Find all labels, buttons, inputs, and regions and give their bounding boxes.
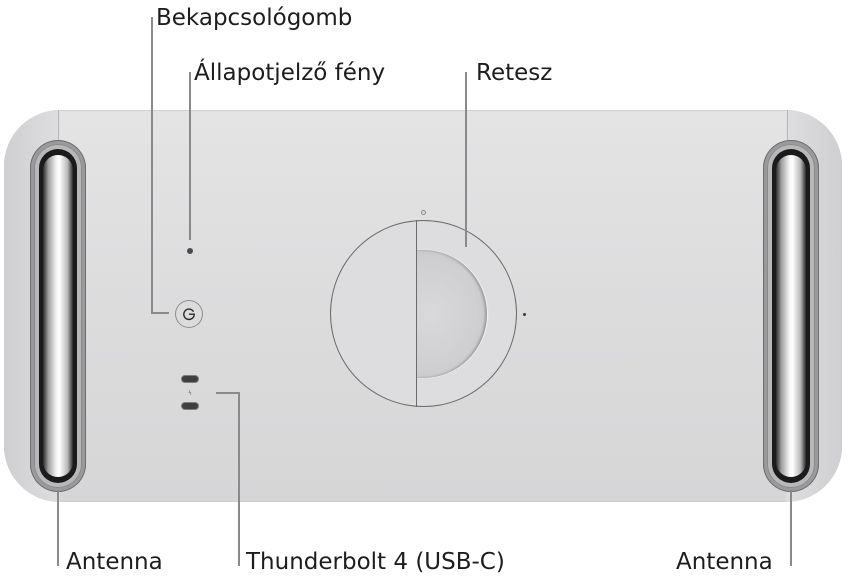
label-antenna-right: Antenna xyxy=(676,549,773,575)
label-thunderbolt: Thunderbolt 4 (USB-C) xyxy=(246,549,505,575)
power-icon xyxy=(183,308,195,321)
right-seam xyxy=(787,110,788,140)
antenna-right-leader xyxy=(790,490,792,566)
latch-divider xyxy=(416,220,417,407)
latch-leader xyxy=(465,72,467,247)
thunderbolt-leader-horizontal xyxy=(216,392,240,394)
power-leader-vertical xyxy=(151,17,153,313)
label-power-button: Bekapcsológomb xyxy=(156,5,353,31)
antenna-left-window xyxy=(43,155,73,477)
thunderbolt-port-2 xyxy=(182,403,198,409)
power-leader-horizontal xyxy=(151,312,169,314)
status-leader xyxy=(189,72,191,240)
antenna-right-window xyxy=(776,155,806,477)
left-seam xyxy=(58,110,59,140)
status-light xyxy=(187,248,193,254)
label-latch: Retesz xyxy=(476,60,553,86)
label-antenna-left: Antenna xyxy=(66,549,163,575)
label-status-light: Állapotjelző fény xyxy=(194,60,386,86)
thunderbolt-leader-vertical xyxy=(238,392,240,566)
power-button[interactable] xyxy=(175,300,203,328)
latch-lock-mark xyxy=(523,313,526,316)
thunderbolt-port-1 xyxy=(182,376,198,382)
thunderbolt-icon: ϟ xyxy=(188,390,192,397)
antenna-left-leader xyxy=(57,490,59,566)
antenna-right xyxy=(763,140,819,492)
antenna-left xyxy=(30,140,86,492)
latch-unlock-mark xyxy=(422,211,425,214)
